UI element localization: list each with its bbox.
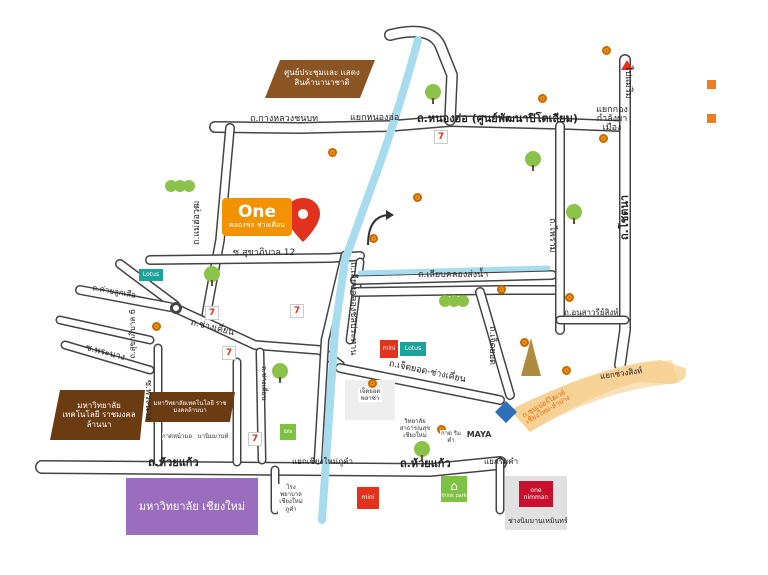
liapkhlong-road-label: ถ.เลียบคลองส่งน้ำ [418, 270, 489, 280]
seven-eleven-logo: 7 [222, 346, 236, 360]
thinkpark-label: think park [441, 493, 467, 500]
poi-marker-icon [562, 366, 571, 375]
tree-icon [272, 363, 288, 383]
poi-marker-icon [538, 94, 547, 103]
yaeknongho-label: แยกหนองฮ่อ [350, 113, 400, 123]
kanghlwang-road-label: ถ.กางหลวงชนบท [250, 114, 319, 124]
college-label: วิทยาลัย สาธารณสุข เชียงใหม่ [396, 418, 434, 440]
mini-label: mini [361, 494, 375, 502]
poi-marker-icon [369, 234, 378, 243]
cmu-label: มหาวิทยาลัย เชียงใหม่ [138, 499, 246, 513]
nimman-label: นานิมมานท์ [196, 433, 230, 441]
huaykaew-road-label-1: ถ.ห้วยแก้ว [148, 456, 199, 469]
mini-bigc-logo: mini [357, 487, 379, 509]
huaykaew-road-label-2: ถ.ห้วยแก้ว [400, 457, 451, 470]
cmu-block [126, 478, 258, 535]
hospital-label: โรงพยาบาล เชียงใหม่ ภูคำ [278, 484, 304, 513]
anusawari-road-label: ถ.อนุสาวรีย์สิงห์ [564, 308, 619, 317]
brand-name: One [237, 202, 277, 223]
to-maerim-label: ไปแม่ริม [623, 66, 633, 99]
north-arrow-icon [621, 60, 633, 70]
location-pin-icon [286, 198, 320, 242]
brand-logo: One คลองชล ช่างเคี่ยน [222, 198, 292, 236]
thinkpark-logo: ⌂ think park [441, 476, 467, 502]
poi-marker-icon [497, 285, 506, 294]
inthawarot-road-label: ถ.ไพราม [547, 218, 557, 253]
phranang2-road-label: ซ.พระนาง [143, 380, 153, 421]
ibis-logo: ibis [280, 424, 296, 440]
yaekkong-label: แยกกอง กำลังผาเมือง [596, 105, 628, 133]
one-nimman-logo: one nimman [519, 481, 553, 507]
seven-eleven-logo: 7 [248, 432, 262, 446]
poi-marker-icon [368, 379, 377, 388]
convention-block [265, 60, 375, 98]
kadna-label: กาดหน้ามอ [162, 433, 192, 441]
poi-marker-icon [328, 148, 337, 157]
poi-marker-icon [599, 134, 608, 143]
legend-marker-icon [707, 80, 716, 89]
legend-marker-icon [707, 114, 716, 123]
tree-icon [165, 180, 195, 192]
rmut-block [50, 390, 145, 440]
road-network [35, 25, 631, 515]
brand-subtitle: คลองชล ช่างเคี่ยน [229, 221, 285, 230]
changnimman-label: ช่างนิมมานเหมินทร์ [508, 517, 568, 525]
canal [318, 36, 422, 524]
mini-bigc-logo: mini [380, 340, 398, 358]
seven-eleven-logo: 7 [290, 304, 304, 318]
maeho-road-label: ถ.แม่ฮ่อวุฒ [192, 200, 202, 245]
rmut-label: มหาวิทยาลัย เทคโนโลยี ราชมงคลล้านนา [62, 400, 136, 429]
kadsuan-label: กาด ริมคำ [440, 430, 462, 445]
lotus-label: Lotus [404, 345, 422, 353]
poi-marker-icon [413, 193, 422, 202]
temple-icon [521, 338, 541, 376]
rmut-small-label: มหาวิทยาลัยเทคโนโลยี ราชมงคลล้านนา [153, 399, 227, 414]
maya-label: MAYA [464, 430, 494, 440]
one-nimman-label: one nimman [523, 486, 549, 501]
poi-marker-icon [565, 293, 574, 302]
mini-label: mini [382, 345, 396, 353]
tree-icon [204, 266, 220, 286]
sukhaphibal6-label: ถ.สุขาภิบาล 6 [127, 309, 137, 359]
tree-icon [414, 441, 430, 461]
jedyot-road-label: ถ.เจ็ดยอด [487, 326, 497, 366]
poi-marker-icon [520, 338, 529, 347]
jedyot-plaza-label: เจ็ดยอด พลาซ่า [358, 388, 382, 403]
superhighway-road-label: ถ.โชตนา [618, 194, 631, 240]
lotus-label: Lotus [142, 271, 160, 279]
poi-marker-icon [602, 46, 611, 55]
poi-marker-icon [152, 322, 161, 331]
water-drop-icon [495, 401, 517, 423]
sukhaphibal12-label: ซ.สุขาภิบาล 12 [233, 248, 296, 258]
rmut-small-block [145, 392, 235, 422]
ibis-label: ibis [283, 429, 293, 435]
lotus-logo: Lotus [400, 342, 426, 356]
nongho-road-label: ถ.หนองฮ่อ (ศูนย์พัฒนาปิโตเลียม) [417, 112, 578, 125]
tree-icon [425, 84, 441, 104]
seven-eleven-logo: 7 [205, 306, 219, 320]
tree-icon [439, 295, 469, 307]
changkhian2-road-label: ถ.ช่างเคี่ยน [260, 366, 268, 401]
khlongchon-road-label: ถ.เลียบคลองชลประทาน [348, 262, 358, 356]
convention-center-label: ศูนย์ประชุมและ แสดงสินค้านานาชาติ [284, 68, 360, 87]
tree-icon [566, 204, 582, 224]
canal-branch [357, 265, 551, 276]
yaekrimkham-label: แยกริมคำ [484, 457, 519, 466]
seven-eleven-logo: 7 [434, 130, 448, 144]
yaekchiangmai-label: แยกเชียงใหม่ภูคำ [292, 457, 354, 466]
lotus-logo: Lotus [139, 269, 163, 281]
tree-icon [525, 151, 541, 171]
